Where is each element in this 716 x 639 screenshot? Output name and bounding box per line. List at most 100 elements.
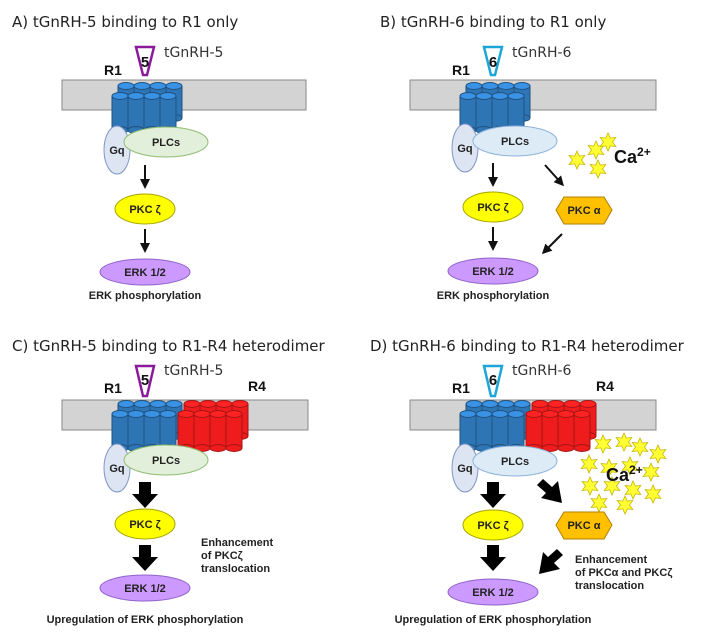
panel-c-title: C) tGnRH-5 binding to R1-R4 heterodimer xyxy=(12,337,326,355)
transmembrane-helix xyxy=(475,92,493,134)
receptor-r1 xyxy=(459,400,531,452)
pkc-zeta xyxy=(462,191,524,223)
panel-a-title: A) tGnRH-5 binding to R1 only xyxy=(12,13,238,31)
thick-arrow-plc-to-pkc-zeta xyxy=(480,482,506,508)
calcium-ion xyxy=(649,444,667,464)
panel-c-result: Upregulation of ERK phosphorylation xyxy=(47,614,244,626)
erk xyxy=(447,257,539,285)
transmembrane-helix xyxy=(209,410,227,452)
tgnrh5-ligand xyxy=(134,364,156,398)
calcium-ion xyxy=(594,434,612,454)
calcium-label: Ca2+ xyxy=(614,145,651,167)
calcium-ion xyxy=(644,484,662,504)
receptor-r1 xyxy=(111,400,183,452)
pkc-alpha xyxy=(555,511,613,540)
erk-label: ERK 1/2 xyxy=(472,266,514,278)
transmembrane-helix xyxy=(491,410,509,452)
calcium-ion xyxy=(603,476,621,496)
plc-label: PLCs xyxy=(501,456,529,468)
calcium-label: Ca2+ xyxy=(606,463,643,485)
plc-label: PLCs xyxy=(152,455,180,467)
thick-arrow-pkc-zeta-to-erk xyxy=(480,545,506,571)
plc-enzyme xyxy=(472,445,558,477)
panel-a: A) tGnRH-5 binding to R1 only 5 tGnRH-5 … xyxy=(12,13,307,302)
r1-label: R1 xyxy=(104,380,122,396)
calcium-ion xyxy=(589,159,607,179)
transmembrane-helix xyxy=(573,410,591,452)
calcium-ion xyxy=(587,140,605,160)
pkc-zeta-label: PKC ζ xyxy=(477,202,508,214)
calcium-ions xyxy=(568,132,617,179)
calcium-ion xyxy=(615,432,633,452)
transmembrane-helix xyxy=(127,410,145,452)
note-line-2: of PKCζ xyxy=(201,550,243,562)
receptor-r4 xyxy=(525,400,597,452)
transmembrane-helix xyxy=(177,410,195,452)
calcium-ions xyxy=(580,432,667,515)
panel-a-result: ERK phosphorylation xyxy=(89,290,202,302)
tgnrh5-ligand xyxy=(134,45,156,77)
transmembrane-helix xyxy=(507,410,525,452)
panel-d: D) tGnRH-6 binding to R1-R4 heterodimer … xyxy=(370,337,685,626)
erk xyxy=(99,574,191,602)
pkc-zeta-label: PKC ζ xyxy=(129,519,160,531)
calcium-ion xyxy=(631,437,649,457)
thick-arrow-pkc-to-erk xyxy=(132,545,158,571)
panel-b-result: ERK phosphorylation xyxy=(437,290,550,302)
transmembrane-helix xyxy=(127,92,145,134)
plc-enzyme xyxy=(472,125,558,157)
ligand-name: tGnRH-6 xyxy=(512,363,572,379)
transmembrane-helix xyxy=(525,410,543,452)
ligand-number: 5 xyxy=(141,54,149,71)
erk-label: ERK 1/2 xyxy=(124,267,166,279)
pkc-zeta-label: PKC ζ xyxy=(129,204,160,216)
tgnrh6-ligand xyxy=(482,45,504,77)
calcium-ion xyxy=(616,495,634,515)
arrow-plc-to-pkc-alpha xyxy=(544,164,565,187)
transmembrane-helix xyxy=(225,410,243,452)
pkc-alpha xyxy=(555,196,613,225)
gq-label: Gq xyxy=(457,463,472,475)
pkc-zeta-label: PKC ζ xyxy=(477,520,508,532)
thick-arrow-plc-to-pkc-alpha xyxy=(537,479,562,503)
plc-enzyme xyxy=(123,126,209,158)
calcium-ion xyxy=(621,456,639,476)
ligand-number: 5 xyxy=(141,372,149,389)
panel-d-title: D) tGnRH-6 binding to R1-R4 heterodimer xyxy=(370,337,685,355)
note-line-3: translocation xyxy=(201,563,270,575)
transmembrane-helix xyxy=(475,410,493,452)
calcium-ion xyxy=(599,132,617,152)
note-line-1: Enhancement xyxy=(575,554,647,566)
calcium-ion xyxy=(600,458,618,478)
thick-arrow-pkc-alpha-to-erk xyxy=(539,549,563,574)
erk xyxy=(447,578,539,606)
thick-arrow-plc-to-pkc xyxy=(132,482,158,508)
gq-label: Gq xyxy=(109,145,124,157)
calcium-ion xyxy=(568,150,586,170)
ligand-number: 6 xyxy=(489,54,497,71)
calcium-ion xyxy=(590,493,608,513)
erk xyxy=(99,258,191,286)
note-line-2: of PKCα and PKCζ xyxy=(575,567,672,579)
note-line-3: translocation xyxy=(575,580,644,592)
r1-label: R1 xyxy=(452,62,470,78)
cell-membrane xyxy=(409,79,657,111)
panel-b-title: B) tGnRH-6 binding to R1 only xyxy=(380,13,606,31)
receptor-r4 xyxy=(177,400,249,452)
pkc-alpha-label: PKC α xyxy=(567,205,600,217)
ligand-name: tGnRH-5 xyxy=(164,45,223,61)
cell-membrane xyxy=(61,79,307,111)
tgnrh6-ligand xyxy=(482,364,504,398)
transmembrane-helix xyxy=(193,410,211,452)
panel-d-result: Upregulation of ERK phosphorylation xyxy=(395,614,592,626)
receptor-r1 xyxy=(111,82,183,134)
ligand-name: tGnRH-6 xyxy=(512,45,572,61)
panel-c: C) tGnRH-5 binding to R1-R4 heterodimer … xyxy=(12,337,326,626)
calcium-ion xyxy=(580,454,598,474)
erk-label: ERK 1/2 xyxy=(472,587,514,599)
r1-label: R1 xyxy=(104,62,122,78)
r1-label: R1 xyxy=(452,380,470,396)
plc-enzyme xyxy=(123,444,209,476)
pkc-zeta xyxy=(462,509,524,541)
